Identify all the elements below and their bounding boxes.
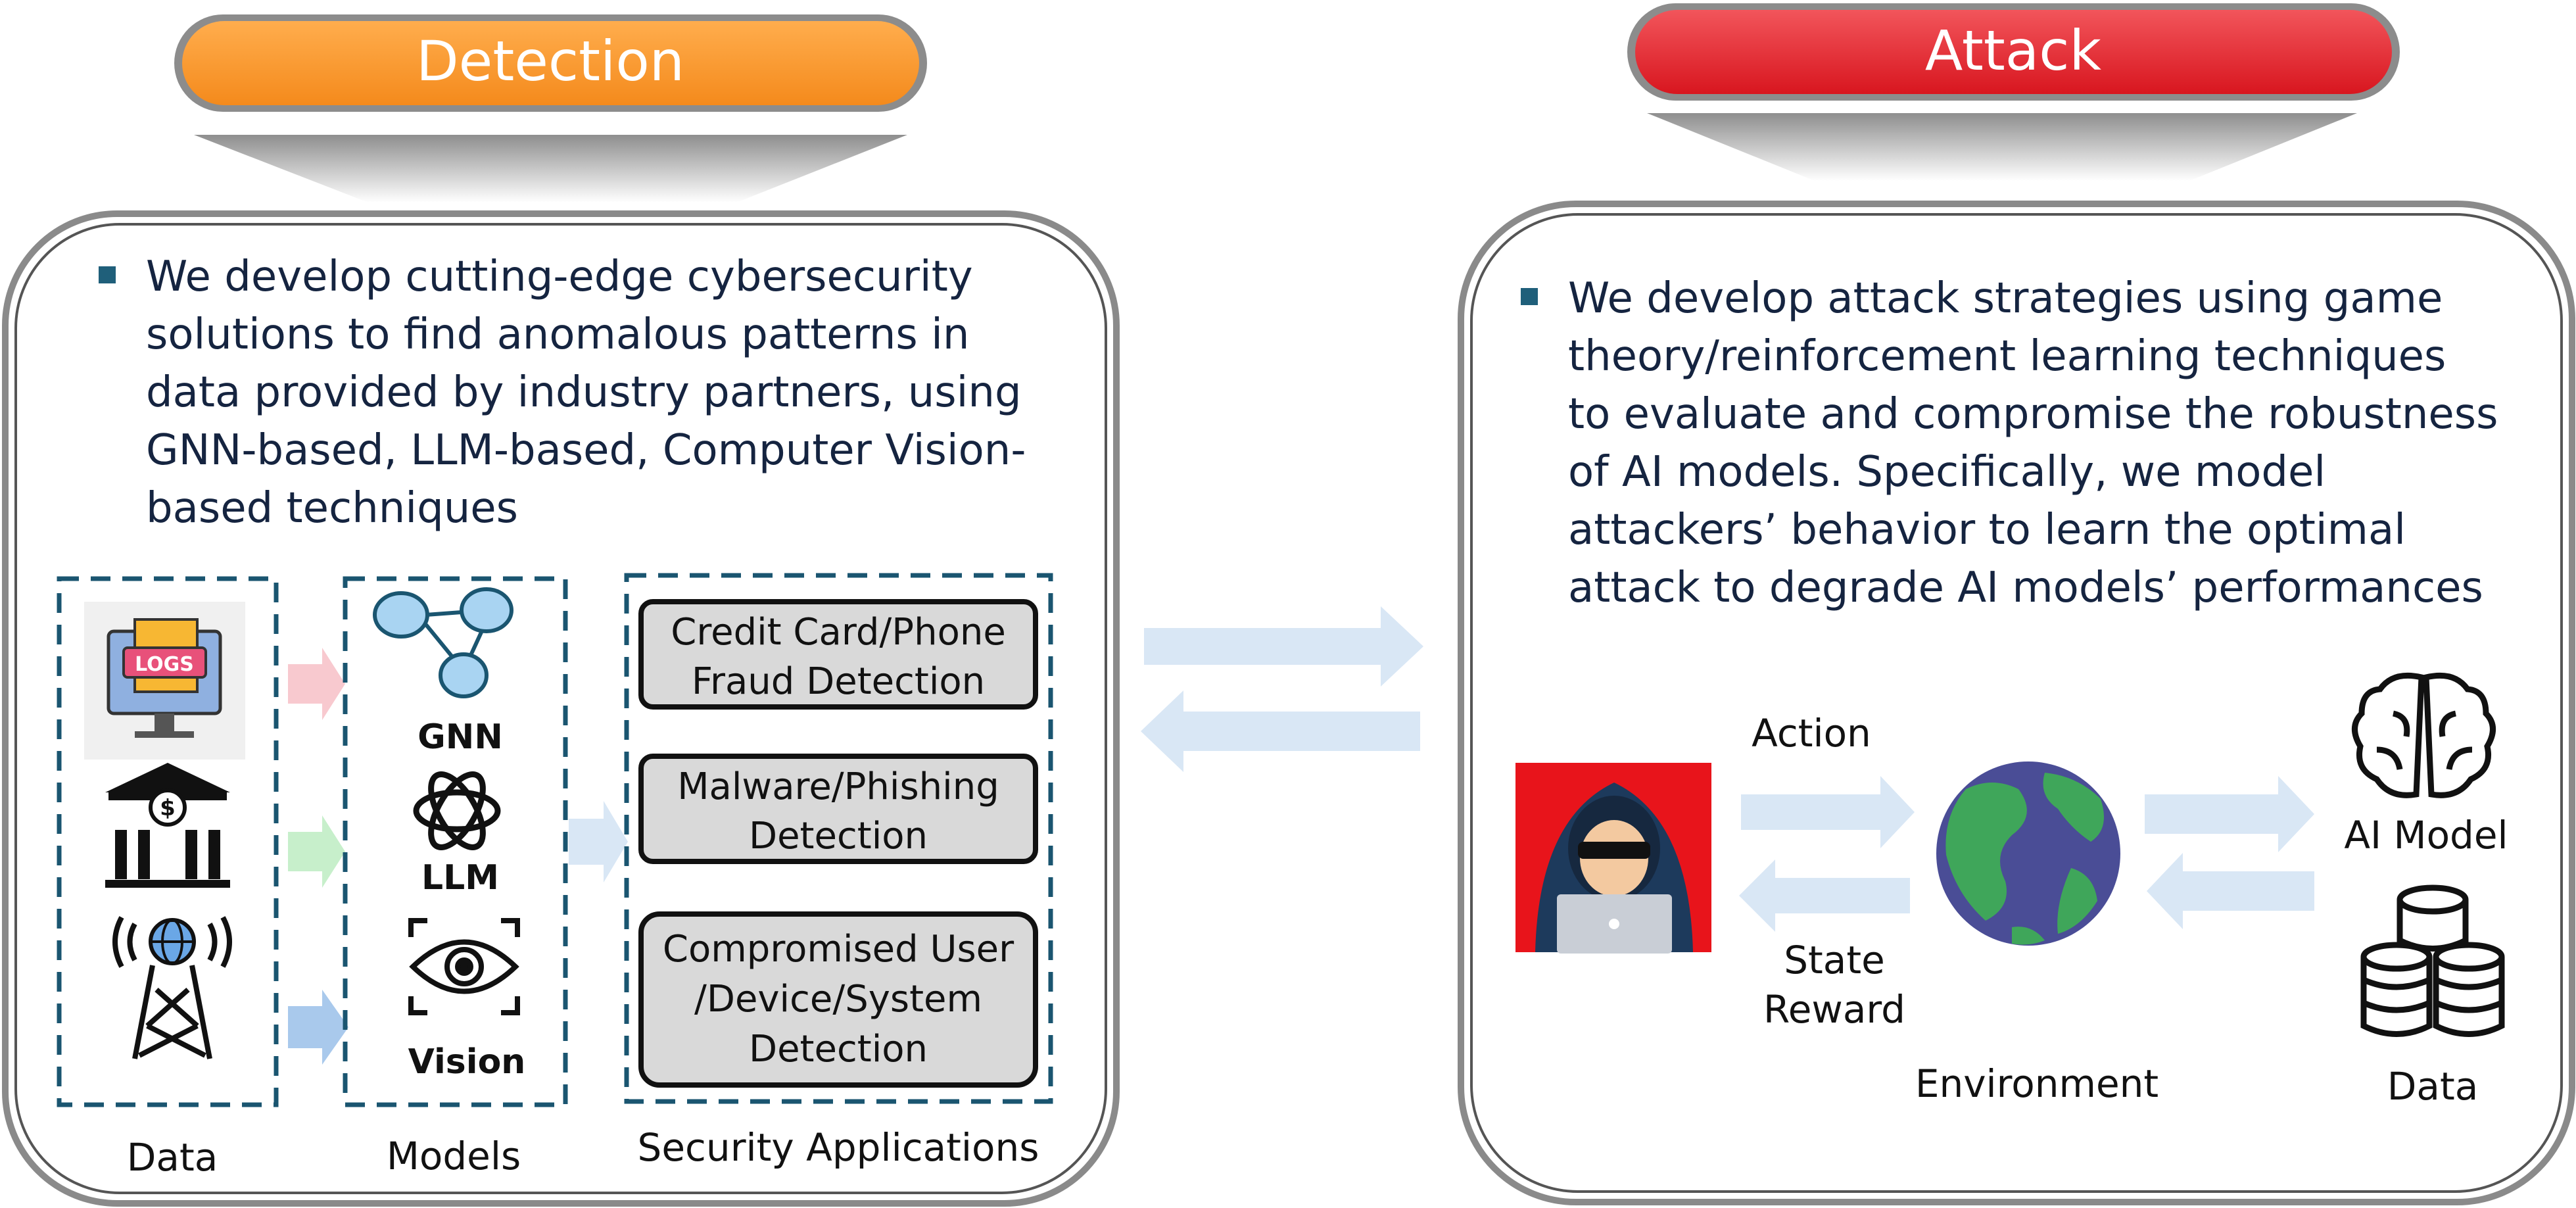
app-line: Detection [749, 815, 928, 858]
attack-banner-shadow [1647, 113, 2357, 181]
detection-description: We develop cutting-edge cybersecurity so… [146, 253, 1026, 533]
model-label-llm: LLM [421, 858, 499, 898]
attack-desc-line: theory/reinforcement learning techniques [1568, 332, 2446, 381]
attack-description: We develop attack strategies using game … [1568, 274, 2498, 612]
detection-bullet [99, 266, 116, 283]
app-line: Malware/Phishing [677, 765, 999, 808]
brain-icon [2352, 672, 2496, 798]
app-line: /Device/System [694, 978, 982, 1021]
app-line: Credit Card/Phone [671, 611, 1006, 654]
logs-monitor-icon: LOGS [84, 602, 245, 760]
environment-label: Environment [1915, 1061, 2159, 1106]
data-column-label: Data [127, 1135, 218, 1180]
bank-icon: $ [105, 763, 230, 888]
reward-label: Reward [1763, 987, 1905, 1032]
detection-banner[interactable] [182, 21, 919, 105]
app-box-fraud[interactable]: Credit Card/Phone Fraud Detection [638, 599, 1038, 710]
database-icon [2360, 884, 2505, 1037]
hacker-icon [1515, 763, 1711, 954]
attack-desc-line: to evaluate and compromise the robustnes… [1568, 390, 2498, 439]
detection-desc-line: data provided by industry partners, usin… [146, 368, 1022, 417]
attack-desc-line: attack to degrade AI models’ performance… [1568, 564, 2483, 612]
arrow-detection-to-attack [1144, 606, 1423, 687]
arrow-blue [288, 990, 348, 1065]
models-column-label: Models [387, 1134, 521, 1178]
arrow-from-ai-model [2147, 853, 2314, 929]
arrow-attack-to-detection [1141, 690, 1420, 772]
detection-banner-label: Detection [416, 29, 684, 93]
arrow-pink [288, 648, 345, 720]
detection-desc-line: GNN-based, LLM-based, Computer Vision- [146, 426, 1026, 475]
antenna-tower-icon [112, 916, 232, 1059]
openai-knot-icon [413, 771, 501, 850]
detection-desc-line: solutions to find anomalous patterns in [146, 310, 969, 359]
models-column-box [343, 576, 568, 1107]
app-line: Fraud Detection [692, 660, 985, 703]
graph-nodes-icon [373, 587, 513, 698]
arrow-state-reward [1739, 859, 1910, 932]
arrow-green [288, 815, 345, 888]
attack-banner-label: Attack [1925, 18, 2102, 83]
detection-frame-outer [2, 210, 1120, 1207]
app-box-malware[interactable]: Malware/Phishing Detection [638, 754, 1038, 864]
action-label: Action [1752, 711, 1871, 756]
detection-desc-line: We develop cutting-edge cybersecurity [146, 253, 973, 301]
ai-model-label: AI Model [2344, 813, 2508, 858]
logs-badge: LOGS [135, 653, 194, 676]
eye-scan-icon [408, 918, 520, 1015]
attack-bullet [1521, 288, 1538, 305]
attack-frame-outer [1458, 201, 2575, 1205]
app-box-compromised[interactable]: Compromised User /Device/System Detectio… [638, 911, 1038, 1088]
apps-column-label: Security Applications [638, 1125, 1039, 1170]
model-label-vision: Vision [408, 1042, 526, 1082]
arrow-models-to-apps [569, 801, 628, 882]
attack-desc-line: of AI models. Specifically, we model [1568, 448, 2326, 496]
app-line: Detection [749, 1028, 928, 1071]
arrow-action [1741, 776, 1915, 848]
attack-panel: Attack We develop attack strategies usin… [1458, 3, 2575, 1205]
detection-banner-shadow [194, 135, 907, 203]
attack-desc-line: We develop attack strategies using game [1568, 274, 2443, 323]
svg-text:$: $ [160, 795, 176, 821]
state-label: State [1784, 938, 1885, 982]
center-exchange-arrows [1141, 606, 1423, 772]
arrow-to-ai-model [2145, 776, 2314, 852]
attack-banner[interactable] [1635, 10, 2392, 94]
attack-frame-inner [1470, 213, 2563, 1193]
app-line: Compromised User [663, 928, 1014, 971]
globe-icon [1936, 761, 2120, 946]
detection-panel: Detection We develop cutting-edge cybers… [2, 14, 1120, 1207]
attack-data-label: Data [2387, 1064, 2479, 1109]
detection-desc-line: based techniques [146, 484, 518, 533]
model-label-gnn: GNN [417, 717, 503, 757]
data-column-box [57, 576, 279, 1107]
attack-desc-line: attackers’ behavior to learn the optimal [1568, 506, 2406, 554]
